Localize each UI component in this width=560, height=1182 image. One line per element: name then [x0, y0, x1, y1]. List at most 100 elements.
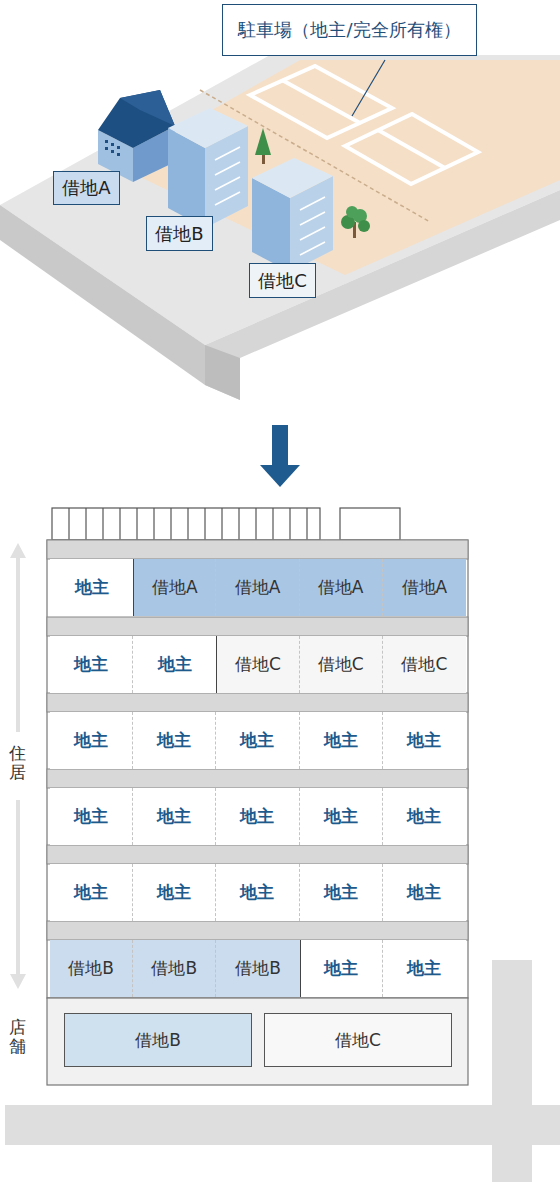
floor-use-label: 住居	[9, 744, 26, 781]
unit-cell: 借地B	[50, 940, 133, 997]
unit-cell: 地主	[133, 636, 216, 693]
unit-cell: 借地B	[133, 940, 216, 997]
store-unit: 借地C	[264, 1013, 452, 1067]
node-text: 地主	[74, 729, 108, 752]
building-a	[98, 90, 175, 182]
railing-bar	[204, 508, 205, 540]
node-text: 地主	[324, 729, 358, 752]
floor-slab	[47, 693, 468, 712]
unit-cell: 借地B	[216, 940, 299, 997]
unit-cell: 借地A	[383, 559, 466, 616]
leader-line	[352, 60, 385, 116]
node-text: 地主	[407, 729, 441, 752]
node-text: 借地B	[68, 957, 114, 980]
node-text: 地主	[157, 881, 191, 904]
railing-bar	[238, 508, 239, 540]
railing-bar	[306, 508, 307, 540]
node-text: 借地B	[155, 222, 203, 246]
node-text: 駐車場（地主/完全所有権）	[238, 18, 460, 42]
node-text: 地主	[74, 653, 108, 676]
building-c	[252, 158, 333, 272]
unit-cell: 地主	[50, 636, 133, 693]
node-text: 借地A	[318, 576, 364, 599]
node-text: 地主	[157, 805, 191, 828]
railing-bar	[255, 508, 256, 540]
node-text: 借地A	[235, 576, 281, 599]
railing-bar	[289, 508, 290, 540]
unit-cell: 地主	[383, 940, 466, 997]
roof-railing	[52, 508, 400, 540]
railing-bar	[136, 508, 137, 540]
node-text: 地主	[407, 881, 441, 904]
railing-bar	[68, 508, 69, 540]
unit-cell: 地主	[300, 864, 383, 921]
node-text: 借地B	[135, 1029, 181, 1052]
building-frame	[47, 540, 468, 998]
railing-bar	[187, 508, 188, 540]
node-text: 地主	[240, 881, 274, 904]
unit-cell: 借地A	[300, 559, 383, 616]
label-box: 駐車場（地主/完全所有権）	[222, 4, 477, 56]
node-text: 地主	[74, 881, 108, 904]
unit-cell: 地主	[383, 788, 466, 845]
node-text: 借地C	[318, 653, 364, 676]
node-text: 地主	[158, 653, 192, 676]
railing-bars	[69, 508, 307, 540]
unit-cell: 地主	[300, 712, 383, 769]
unit-cell: 地主	[383, 864, 466, 921]
unit-cell: 地主	[300, 788, 383, 845]
node-text: 借地A	[402, 576, 448, 599]
node-text: 地主	[324, 805, 358, 828]
floor-use-label: 店舗	[9, 1018, 26, 1055]
floor-slabs	[47, 540, 468, 940]
unit-cell: 地主	[50, 559, 133, 616]
node-text: 地主	[240, 805, 274, 828]
label-box: 借地B	[146, 216, 213, 251]
floor-slab	[47, 769, 468, 788]
node-text: 地主	[74, 805, 108, 828]
unit-cell: 借地C	[383, 636, 466, 693]
parking-area	[115, 60, 560, 275]
node-text: 借地C	[235, 653, 281, 676]
plate-side	[0, 205, 205, 385]
railing-bar	[170, 508, 171, 540]
down-arrow	[260, 425, 300, 487]
floor-slab	[47, 921, 468, 940]
unit-cell: 地主	[133, 864, 216, 921]
node-text: 地主	[324, 957, 358, 980]
building-b	[168, 108, 248, 228]
tree	[341, 206, 370, 238]
node-text: 地主	[407, 805, 441, 828]
node-text: 地主	[75, 576, 109, 599]
plate-step	[205, 345, 240, 400]
unit-cell: 地主	[383, 712, 466, 769]
unit-cell: 借地A	[133, 559, 216, 616]
label-box: 借地A	[53, 171, 120, 205]
floor-slab	[47, 845, 468, 864]
unit-cell: 地主	[133, 788, 216, 845]
railing-bar	[102, 508, 103, 540]
node-text: 借地C	[401, 653, 447, 676]
railing-bar	[221, 508, 222, 540]
road	[492, 960, 532, 1182]
node-text: 借地B	[235, 957, 281, 980]
railing-bar	[119, 508, 120, 540]
unit-cell: 地主	[216, 788, 299, 845]
unit-cell: 地主	[300, 940, 383, 997]
unit-cell: 借地C	[300, 636, 383, 693]
unit-cell: 地主	[133, 712, 216, 769]
node-text: 借地C	[258, 269, 307, 293]
railing-bar	[272, 508, 273, 540]
floor-slab	[47, 617, 468, 636]
range-arrow	[10, 543, 26, 989]
store-floor	[47, 998, 468, 1085]
label-box: 借地C	[249, 263, 316, 298]
road	[5, 1105, 560, 1145]
node-text: 借地A	[152, 576, 198, 599]
node-text: 地主	[240, 729, 274, 752]
store-unit: 借地B	[64, 1013, 252, 1067]
floor-slab	[47, 540, 468, 559]
node-text: 借地B	[151, 957, 197, 980]
tree	[255, 128, 271, 164]
node-text: 借地A	[62, 176, 110, 200]
